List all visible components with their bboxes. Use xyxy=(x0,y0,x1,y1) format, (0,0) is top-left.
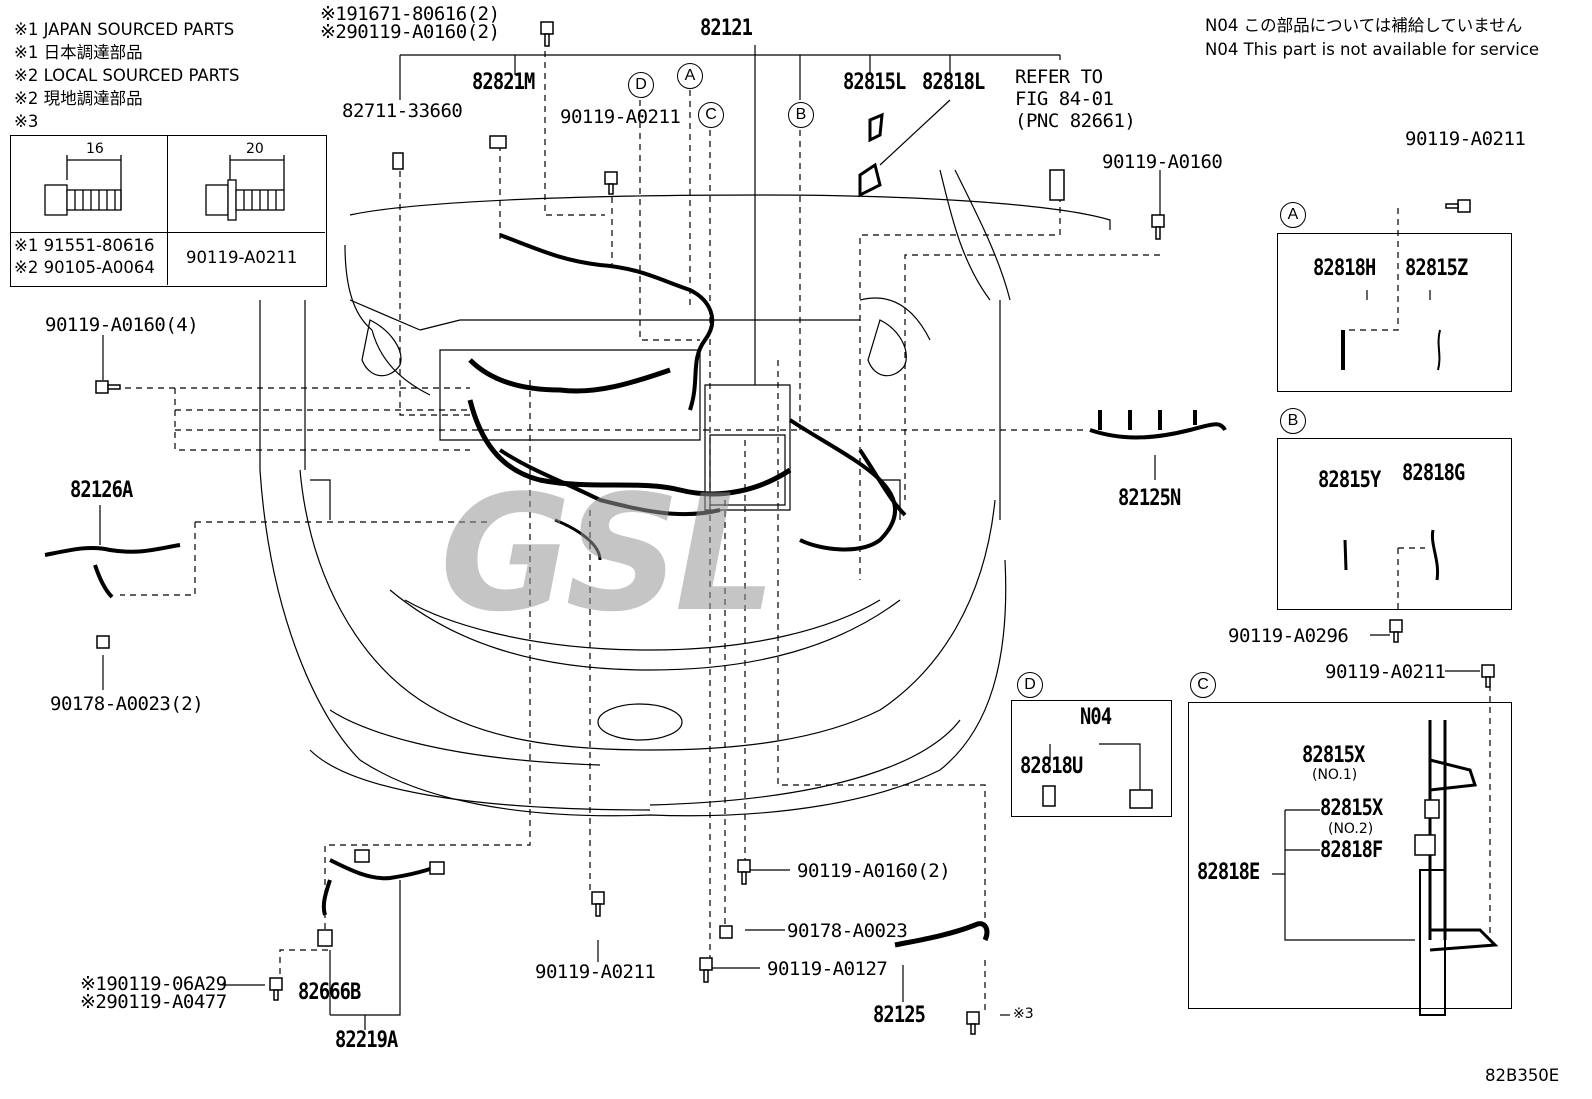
part-82125n: 82125N xyxy=(1118,486,1181,511)
part-290119-a0160: ※290119-A0160(2) xyxy=(320,21,500,43)
part-82815l: 82815L xyxy=(843,70,906,95)
panel-a-callout: A xyxy=(1280,202,1306,228)
bolt-length-20: 20 xyxy=(246,141,264,157)
callout-d: D xyxy=(628,72,654,98)
panel-c-fastener: 90119-A0211 xyxy=(1325,661,1446,683)
bolt-table-rule xyxy=(10,232,325,233)
part-82815x-no1-note: (NO.1) xyxy=(1312,767,1358,783)
refer-line-3: (PNC 82661) xyxy=(1015,110,1136,132)
part-82711-33660: 82711-33660 xyxy=(342,100,463,122)
part-191671-80616: ※191671-80616(2) xyxy=(320,3,500,25)
callout-c: C xyxy=(698,102,724,128)
panel-c-callout: C xyxy=(1190,672,1216,698)
note-local-sourced-jp: ※2 現地調達部品 xyxy=(14,89,143,108)
callout-b: B xyxy=(788,102,814,128)
part-90119-a0160-2: 90119-A0160(2) xyxy=(797,860,951,882)
bolt-table-divider xyxy=(167,135,168,285)
part-82815x-no2: 82815X xyxy=(1320,796,1383,821)
part-82818u: 82818U xyxy=(1020,754,1083,779)
part-90119-a0296: 90119-A0296 xyxy=(1228,625,1349,647)
bolt-table xyxy=(10,135,327,287)
part-290119-a0477: ※290119-A0477 xyxy=(80,991,227,1013)
panel-d xyxy=(1011,700,1172,817)
part-82219a: 82219A xyxy=(335,1028,398,1053)
panel-a-fastener: 90119-A0211 xyxy=(1405,128,1526,150)
panel-a xyxy=(1277,233,1512,392)
service-note-jp: N04 この部品については補給していません xyxy=(1205,16,1523,35)
part-90119-a0160-4: 90119-A0160(4) xyxy=(45,314,199,336)
part-90178-a0023-2: 90178-A0023(2) xyxy=(50,693,204,715)
panel-d-callout: D xyxy=(1017,672,1043,698)
part-82126a: 82126A xyxy=(70,478,133,503)
bolt-left-part-1: ※1 91551-80616 xyxy=(14,236,155,255)
note-3: ※3 xyxy=(14,112,39,131)
part-82818l: 82818L xyxy=(922,70,985,95)
part-90178-a0023: 90178-A0023 xyxy=(787,920,908,942)
part-82818g: 82818G xyxy=(1402,461,1465,486)
part-82125: 82125 xyxy=(873,1003,926,1028)
part-82815x-no1: 82815X xyxy=(1302,743,1365,768)
part-190119-06a29: ※190119-06A29 xyxy=(80,973,227,995)
part-82666b: 82666B xyxy=(298,980,361,1005)
note-japan-sourced-jp: ※1 日本調達部品 xyxy=(14,43,143,62)
part-90119-a0211-top: 90119-A0211 xyxy=(560,106,681,128)
part-90119-a0211-bottom: 90119-A0211 xyxy=(535,961,656,983)
bolt-length-16: 16 xyxy=(86,141,104,157)
part-82821m: 82821M xyxy=(472,70,535,95)
part-82818h: 82818H xyxy=(1313,256,1376,281)
panel-b-callout: B xyxy=(1280,408,1306,434)
part-82815x-no2-note: (NO.2) xyxy=(1328,821,1374,837)
part-90119-a0127: 90119-A0127 xyxy=(767,958,888,980)
bolt-right-part: 90119-A0211 xyxy=(186,248,298,267)
watermark: GSL xyxy=(440,460,777,647)
diagram-code: 82B350E xyxy=(1485,1066,1560,1085)
note-local-sourced: ※2 LOCAL SOURCED PARTS xyxy=(14,66,240,85)
panel-d-title: N04 xyxy=(1080,705,1112,730)
refer-line-2: FIG 84-01 xyxy=(1015,88,1114,110)
note-japan-sourced: ※1 JAPAN SOURCED PARTS xyxy=(14,20,235,39)
panel-c xyxy=(1188,702,1512,1009)
note-3-ref: ※3 xyxy=(1013,1006,1034,1022)
part-82818f: 82818F xyxy=(1320,838,1383,863)
part-90119-a0160-right: 90119-A0160 xyxy=(1102,151,1223,173)
refer-line-1: REFER TO xyxy=(1015,66,1103,88)
part-82121: 82121 xyxy=(700,16,753,41)
callout-a: A xyxy=(677,63,703,89)
part-82815y: 82815Y xyxy=(1318,468,1381,493)
bolt-left-part-2: ※2 90105-A0064 xyxy=(14,258,155,277)
part-82815z: 82815Z xyxy=(1405,256,1468,281)
panel-b xyxy=(1277,438,1512,610)
service-note-en: N04 This part is not available for servi… xyxy=(1205,40,1540,59)
part-82818e: 82818E xyxy=(1197,860,1260,885)
